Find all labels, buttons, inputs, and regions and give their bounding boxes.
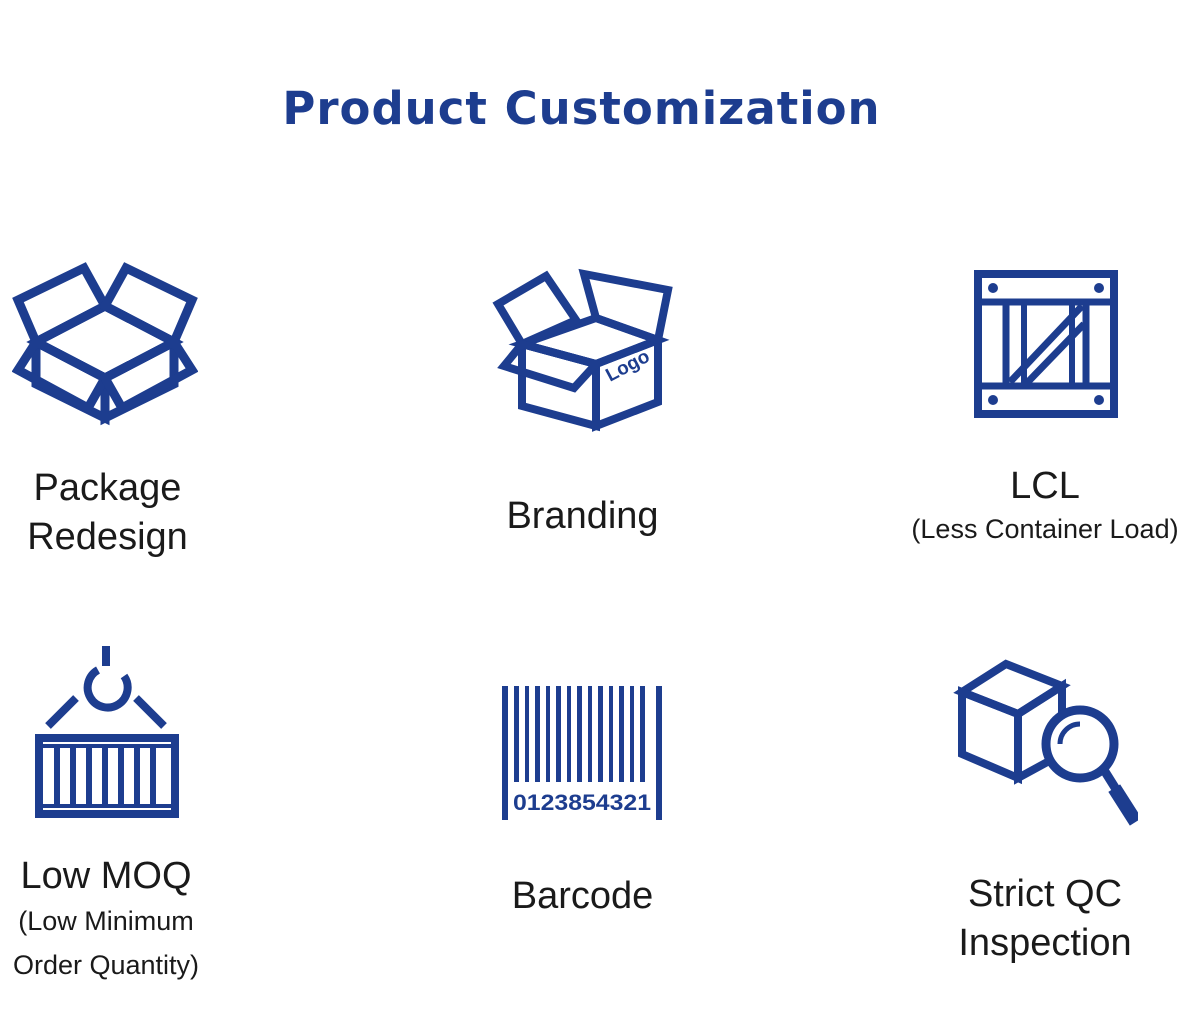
low-moq-label: Low MOQ (Low Minimum Order Quantity) xyxy=(12,855,200,980)
package-redesign-label: Package Redesign xyxy=(27,467,188,558)
open-box-icon xyxy=(12,262,198,427)
container-hook-icon xyxy=(34,642,180,820)
lcl-label: LCL (Less Container Load) xyxy=(911,465,1179,544)
branding-label: Branding xyxy=(506,495,659,537)
page-title: Product Customization xyxy=(282,82,881,135)
strict-qc-label: Strict QC Inspection xyxy=(958,873,1132,964)
crate-icon xyxy=(972,268,1120,420)
box-magnifier-icon xyxy=(952,654,1138,826)
barcode-label: Barcode xyxy=(511,875,654,917)
logo-box-icon: Logo xyxy=(492,266,678,432)
barcode-number: 0123854321 xyxy=(513,790,651,815)
barcode-icon: 0123854321 xyxy=(500,684,664,824)
